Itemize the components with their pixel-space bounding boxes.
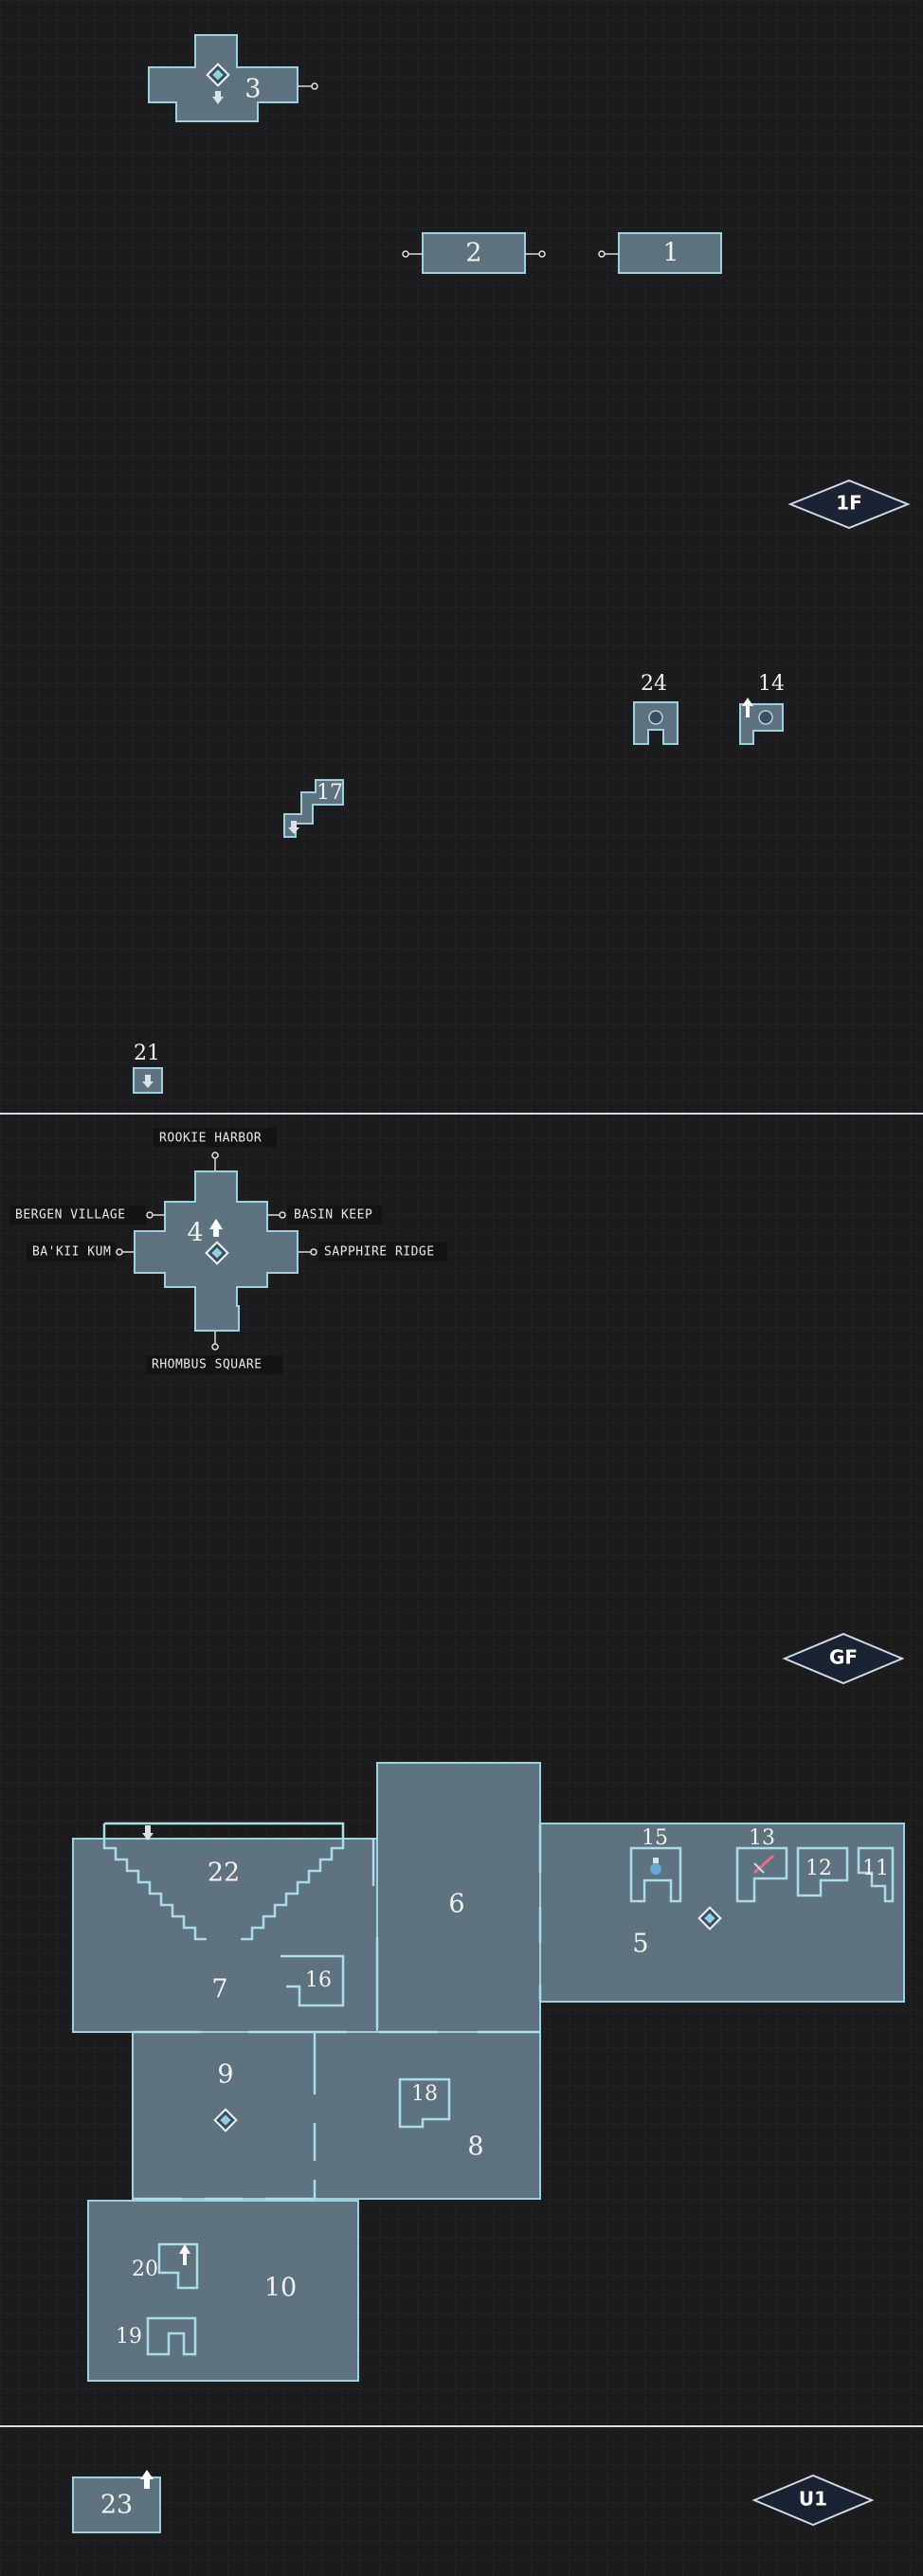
svg-text:SAPPHIRE RIDGE: SAPPHIRE RIDGE (324, 1245, 435, 1260)
svg-text:BA'KII KUM: BA'KII KUM (32, 1245, 111, 1260)
exit-rhombus-square[interactable]: RHOMBUS SQUARE (146, 1331, 282, 1374)
stairs-up-icon[interactable] (209, 1219, 223, 1237)
room-number: 3 (244, 75, 261, 104)
stairs-up-icon[interactable] (140, 2470, 154, 2489)
room-2[interactable]: 2 (402, 232, 546, 274)
room-number: 2 (465, 239, 481, 268)
room-9-label: 9 (217, 2060, 233, 2090)
room-10[interactable] (87, 2200, 359, 2382)
room-22-7[interactable] (72, 1838, 378, 2033)
room-6-label: 6 (448, 1890, 464, 1919)
shop-icon[interactable] (648, 710, 663, 725)
exit-sapphire-ridge[interactable]: SAPPHIRE RIDGE (299, 1243, 447, 1261)
exit-bergen-village[interactable]: BERGEN VILLAGE (9, 1206, 165, 1225)
room-number: 4 (187, 1219, 203, 1248)
svg-text:U1: U1 (799, 2488, 827, 2511)
stairs-down-icon[interactable] (142, 1825, 154, 1841)
room-19-label: 19 (116, 2325, 142, 2349)
stairs-down-icon[interactable] (142, 1075, 154, 1088)
room-number: 24 (641, 672, 667, 696)
room-15[interactable] (629, 1846, 682, 1903)
room-3[interactable]: 3 (148, 34, 318, 122)
floor-badge-gf: GF (782, 1632, 905, 1685)
stairs-down-icon[interactable] (212, 91, 224, 104)
exit-basin-keep[interactable]: BASIN KEEP (267, 1206, 382, 1225)
room-10-label: 10 (264, 2274, 297, 2303)
room-14[interactable]: 14 (739, 672, 785, 745)
room-13-label: 13 (749, 1826, 775, 1850)
svg-text:BERGEN VILLAGE: BERGEN VILLAGE (15, 1208, 126, 1223)
room-24[interactable]: 24 (633, 672, 679, 745)
room-1[interactable]: 1 (598, 232, 722, 274)
svg-text:RHOMBUS SQUARE: RHOMBUS SQUARE (152, 1358, 262, 1372)
stairs-up-icon[interactable] (179, 2244, 190, 2265)
stairs-down-icon[interactable] (288, 821, 299, 834)
room-number: 14 (758, 672, 785, 696)
room-23[interactable]: 23 (72, 2470, 161, 2533)
room-13[interactable] (735, 1846, 788, 1903)
room-22-label: 22 (208, 1859, 240, 1888)
room-20-label: 20 (132, 2258, 158, 2281)
svg-text:BASIN KEEP: BASIN KEEP (294, 1208, 372, 1223)
waypoint-diamond-icon[interactable] (205, 1241, 229, 1265)
room-5-label: 5 (632, 1930, 648, 1959)
room-11-label: 11 (862, 1857, 889, 1880)
room-17[interactable]: 17 (283, 779, 344, 838)
room-11[interactable] (857, 1846, 895, 1903)
svg-text:ROOKIE HARBOR: ROOKIE HARBOR (159, 1132, 262, 1146)
room-12[interactable] (796, 1846, 849, 1897)
room-12-label: 12 (805, 1857, 832, 1880)
room-5[interactable] (539, 1823, 905, 2003)
exit-rookie-harbor[interactable]: ROOKIE HARBOR (154, 1128, 277, 1171)
waypoint-diamond-icon[interactable] (697, 1906, 722, 1931)
room-9-8[interactable] (132, 2031, 541, 2200)
waypoint-diamond-icon[interactable] (213, 2108, 238, 2132)
room-20[interactable] (157, 2242, 199, 2290)
waypoint-diamond-icon[interactable] (206, 63, 230, 87)
room-15-label: 15 (642, 1826, 668, 1850)
room-21[interactable]: 21 (133, 1042, 163, 1094)
stairs-up-icon[interactable] (742, 698, 753, 717)
room-number: 17 (317, 781, 343, 805)
svg-text:1F: 1F (836, 492, 862, 515)
sword-icon[interactable] (752, 1854, 775, 1875)
svg-text:GF: GF (829, 1646, 858, 1669)
room-number: 1 (662, 239, 679, 268)
floor-badge-1f: 1F (787, 479, 911, 530)
room-complex (72, 1762, 905, 2382)
room-19[interactable] (146, 2316, 197, 2356)
exit-bakii-kum[interactable]: BA'KII KUM (27, 1243, 135, 1261)
room-4[interactable]: 4 (134, 1170, 299, 1332)
floor-badge-u1: U1 (751, 2474, 875, 2527)
shop-icon[interactable] (758, 710, 773, 725)
room-7-label: 7 (211, 1975, 227, 2005)
room-8-label: 8 (467, 2132, 483, 2162)
room-18-label: 18 (411, 2082, 438, 2106)
potion-icon[interactable] (650, 1858, 661, 1875)
room-number: 23 (100, 2491, 133, 2520)
room-16-label: 16 (305, 1968, 332, 1992)
room-6[interactable] (376, 1762, 541, 2044)
room-number: 21 (134, 1042, 160, 1065)
